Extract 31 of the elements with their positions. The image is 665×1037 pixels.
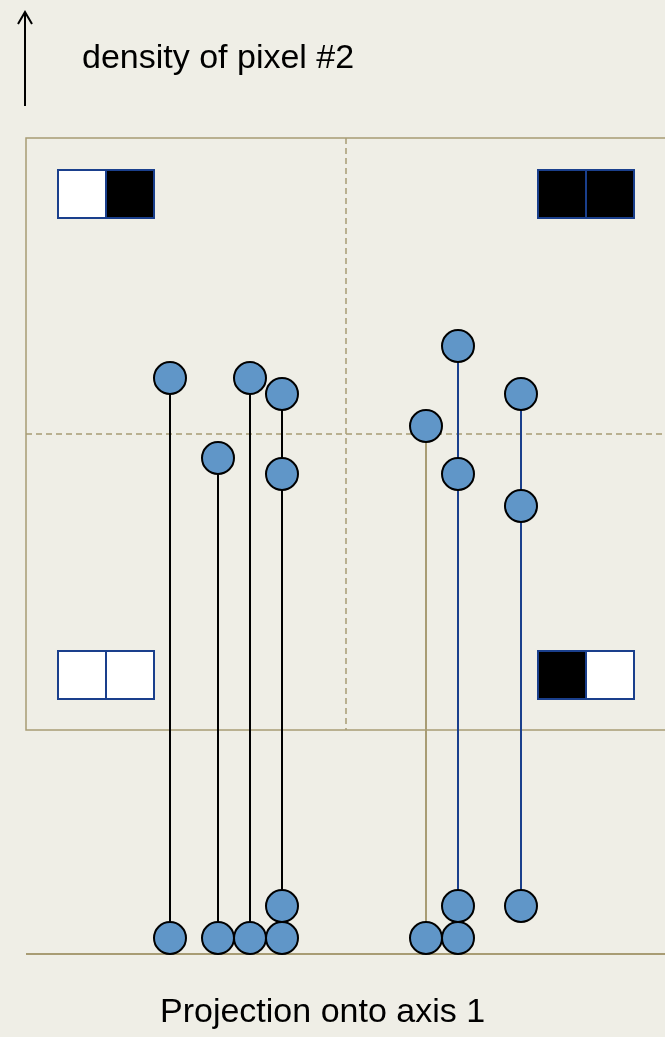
data-point — [441, 457, 475, 491]
projection-line — [457, 361, 459, 459]
projection-line — [281, 409, 283, 459]
projection-line — [281, 489, 283, 891]
data-point — [265, 457, 299, 491]
data-point — [504, 489, 538, 523]
projection-line — [520, 521, 522, 891]
data-point — [153, 361, 187, 395]
data-point — [233, 361, 267, 395]
data-point — [201, 441, 235, 475]
projection-line — [425, 441, 427, 923]
data-point — [441, 329, 475, 363]
axis-label: Projection onto axis 1 — [160, 992, 486, 1030]
data-point — [409, 921, 443, 955]
data-point — [265, 377, 299, 411]
projection-line — [520, 409, 522, 491]
projection-line — [249, 393, 251, 923]
data-point — [504, 377, 538, 411]
data-point — [441, 889, 475, 923]
projection-line — [457, 489, 459, 891]
data-point — [153, 921, 187, 955]
data-point — [233, 921, 267, 955]
data-point — [441, 921, 475, 955]
data-point — [409, 409, 443, 443]
data-point — [201, 921, 235, 955]
data-point — [504, 889, 538, 923]
projection-line — [169, 393, 171, 923]
data-point — [265, 889, 299, 923]
axis-label: density of pixel #2 — [82, 38, 355, 76]
projection-line — [217, 473, 219, 923]
data-point — [265, 921, 299, 955]
